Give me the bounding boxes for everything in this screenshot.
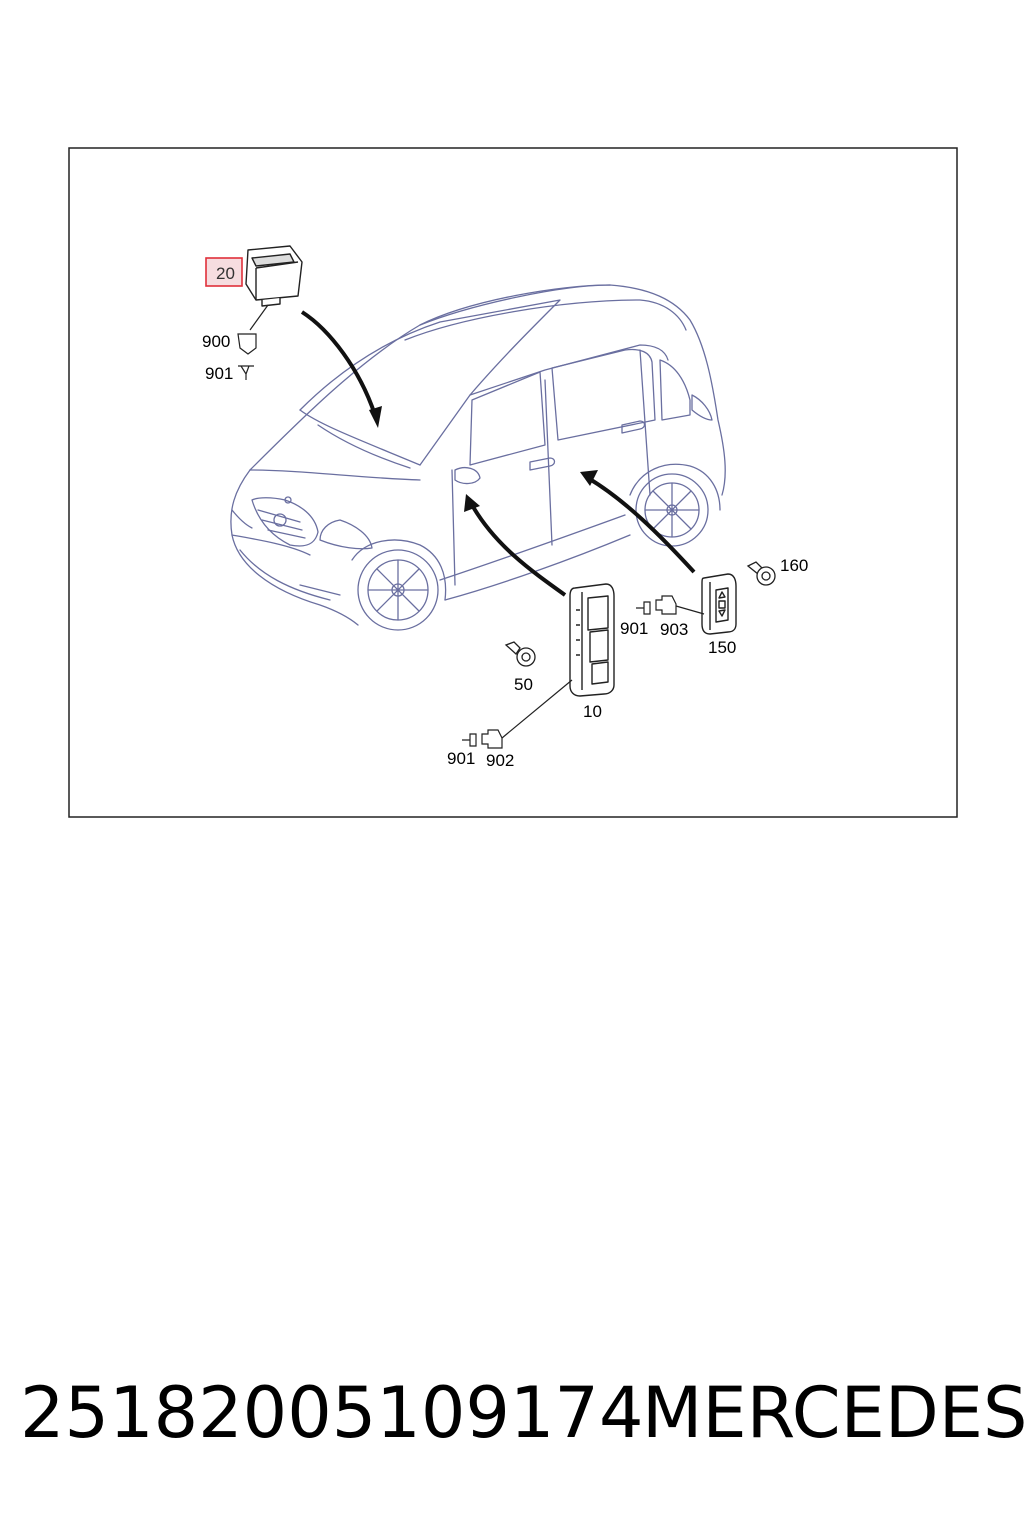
arrowhead-10 [464, 494, 480, 512]
part-10-door-switch [569, 583, 615, 697]
part-20-switch [245, 245, 303, 307]
callout-902: 902 [486, 751, 514, 770]
car-illustration [230, 284, 726, 631]
arrow-20 [300, 310, 377, 416]
part-900-connector [237, 333, 257, 355]
part-901-terminal-b [636, 601, 651, 615]
part-160-screw [746, 561, 776, 586]
arrowhead-150 [580, 470, 598, 486]
callout-50: 50 [514, 675, 533, 694]
leader-903-150 [675, 605, 705, 615]
leader-20-900 [249, 304, 269, 331]
callout-901-b: 901 [620, 619, 648, 638]
footer-caption: 25182005109174 MERCEDES [0, 1372, 1024, 1482]
callout-900: 900 [202, 332, 230, 351]
callout-20: 20 [216, 264, 235, 283]
callout-20-highlight [205, 257, 243, 287]
diagram-frame [68, 147, 958, 818]
arrow-10 [470, 504, 567, 597]
callout-903: 903 [660, 620, 688, 639]
brand-name: MERCEDES [642, 1372, 1024, 1454]
callout-901-c: 901 [447, 749, 475, 768]
callout-160: 160 [780, 556, 808, 575]
arrow-150 [586, 476, 696, 574]
callout-10: 10 [583, 702, 602, 721]
part-50-screw [504, 641, 536, 667]
part-902-connector [481, 729, 503, 749]
part-901-terminal-a [238, 365, 254, 380]
arrowhead-20 [369, 406, 382, 428]
part-901-terminal-c [462, 733, 477, 747]
part-903-connector [655, 595, 677, 615]
part-150-switch [701, 573, 737, 635]
callout-901-a: 901 [205, 364, 233, 383]
part-number: 25182005109174 [20, 1372, 644, 1454]
leader-902-10 [501, 679, 573, 739]
callout-150: 150 [708, 638, 736, 657]
